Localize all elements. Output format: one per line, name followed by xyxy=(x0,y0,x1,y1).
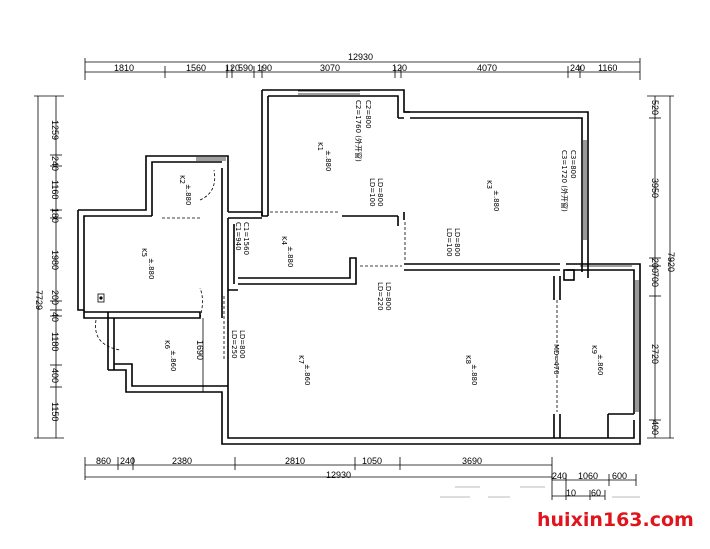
right-dim: 2720 xyxy=(650,344,660,364)
door-label: LD=800 xyxy=(238,330,246,359)
openings xyxy=(95,169,558,412)
bottom-dim: 3690 xyxy=(462,456,482,466)
door-label: LD=250 xyxy=(230,330,238,359)
room-level: ±.880 xyxy=(184,184,192,205)
top-dim: 190 xyxy=(257,63,272,73)
left-dim: 240 xyxy=(50,156,60,171)
room-level: ±.880 xyxy=(147,258,155,279)
room-tag: K6 xyxy=(163,340,171,350)
left-dimension-chain: 7729 1259 240 1160 180 1980 200 40 1180 … xyxy=(34,95,64,439)
bottom-total-dim: 12930 xyxy=(326,470,351,480)
bottom-dim: 1050 xyxy=(362,456,382,466)
window-label: C1=940 xyxy=(234,222,242,251)
room-level: ±.860 xyxy=(169,350,177,371)
right-dim: 200 xyxy=(650,258,660,273)
top-total-dim: 12930 xyxy=(348,52,373,62)
window-label: C3=800 xyxy=(569,150,577,179)
top-dimension-chain: 12930 1810 1560 120 590 190 3070 120 407… xyxy=(84,52,641,80)
right-dim: 3950 xyxy=(650,178,660,198)
bottom-small-dim: 10 xyxy=(566,488,576,498)
room-tag: K2 xyxy=(178,175,186,184)
left-total-dim: 7729 xyxy=(34,290,44,310)
bottom-dim: 860 xyxy=(96,456,111,466)
right-dim: 400 xyxy=(650,420,660,435)
top-dim: 3070 xyxy=(320,63,340,73)
door-label: LD=800 xyxy=(453,228,461,257)
left-dim: 1150 xyxy=(50,402,60,421)
room-tag: K7 xyxy=(297,355,305,364)
door-label: LD=800 xyxy=(384,282,392,311)
mid-dim: 1690 xyxy=(195,340,205,360)
right-dim: 700 xyxy=(650,272,660,287)
door-label: MD=470 xyxy=(552,344,560,375)
bottom-dim: 2380 xyxy=(172,456,192,466)
bottom-small-dim: 60 xyxy=(591,488,601,498)
top-dim: 1560 xyxy=(186,63,206,73)
window-label: C2=1760 (外开窗) xyxy=(354,100,363,162)
room-labels: K1 ±.880 K2 ±.880 K3 ±.880 K4 ±.880 K5 ±… xyxy=(140,100,604,392)
top-dim: 120 xyxy=(225,63,240,73)
room-level: ±.880 xyxy=(470,364,478,385)
room-tag: K1 xyxy=(316,142,324,151)
top-dim: 1810 xyxy=(114,63,134,73)
bottom-right-dim: 240 xyxy=(552,471,567,481)
top-dim: 1160 xyxy=(598,63,617,73)
room-tag: K4 xyxy=(280,236,288,246)
room-tag: K5 xyxy=(140,248,148,257)
right-total-dim: 7920 xyxy=(666,252,676,272)
top-dim: 590 xyxy=(238,63,253,73)
room-level: ±.880 xyxy=(286,246,294,267)
bottom-right-dim: 1060 xyxy=(578,471,598,481)
left-dim: 1259 xyxy=(50,120,60,140)
window-label: C1=1560 xyxy=(242,222,250,255)
left-dim: 400 xyxy=(50,368,60,383)
right-dimension-chain: 7920 520 3950 200 700 2720 400 xyxy=(647,95,676,439)
left-dim: 1180 xyxy=(50,332,60,351)
top-dim: 4070 xyxy=(477,63,497,73)
door-label: LD=100 xyxy=(368,178,376,207)
bottom-dim: 2810 xyxy=(285,456,305,466)
window-label: C3=1720 (外开窗) xyxy=(560,150,569,212)
room-level: ±.860 xyxy=(303,364,311,385)
left-dim: 1980 xyxy=(50,250,60,270)
door-label: LD=100 xyxy=(445,228,453,257)
top-dim: 120 xyxy=(392,63,407,73)
window-label: C2=800 xyxy=(364,100,372,129)
windows xyxy=(196,90,639,412)
room-level: ±.880 xyxy=(492,190,500,211)
room-level: ±.860 xyxy=(596,354,604,375)
left-dim: 1160 xyxy=(50,180,60,199)
room-tag: K8 xyxy=(464,355,472,364)
left-dim: 180 xyxy=(50,208,60,223)
door-label: LD=220 xyxy=(376,282,384,311)
left-dim: 200 xyxy=(50,290,60,305)
room-tag: K9 xyxy=(590,345,598,354)
walls xyxy=(77,89,641,445)
door-label: LD=800 xyxy=(376,178,384,207)
bottom-dimension-chain: 860 240 2380 2810 1050 3690 12930 240 10… xyxy=(84,456,640,500)
right-dim: 520 xyxy=(650,100,660,115)
bottom-right-dim: 600 xyxy=(612,471,627,481)
watermark: huixin163.com xyxy=(537,509,694,531)
room-tag: K3 xyxy=(485,180,493,189)
bottom-dim: 240 xyxy=(120,456,135,466)
room-level: ±.880 xyxy=(324,150,332,171)
left-dim: 40 xyxy=(50,312,60,322)
top-dim: 240 xyxy=(570,63,585,73)
